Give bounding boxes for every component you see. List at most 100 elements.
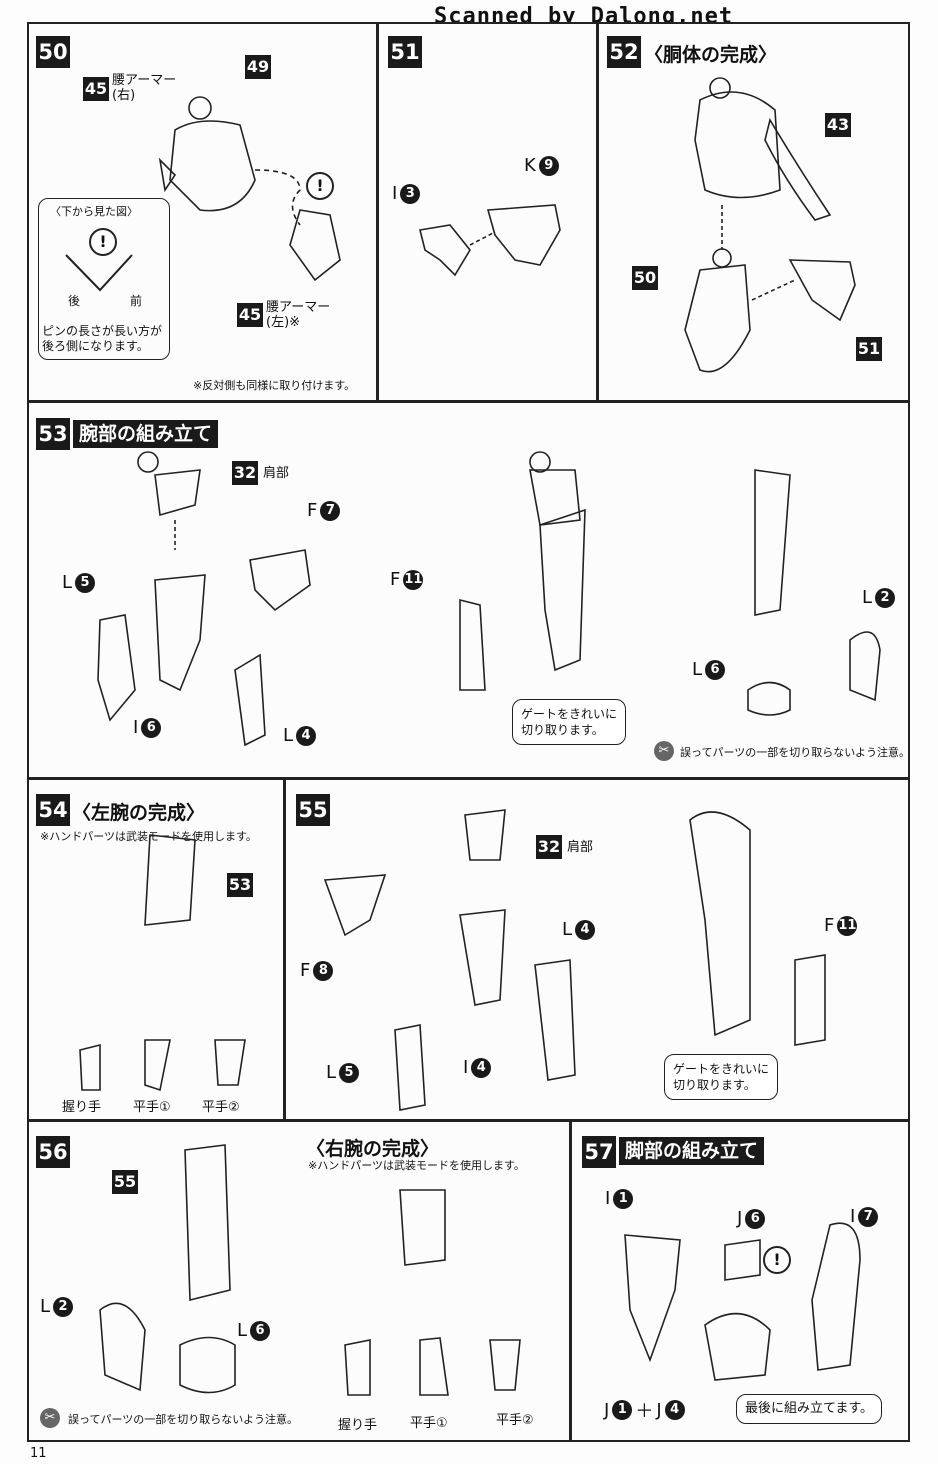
part-letter: L: [62, 572, 73, 593]
caution-icon: !: [306, 172, 334, 200]
step-55-panel: [284, 778, 910, 1121]
hand-parts-note: ※ハンドパーツは武装モードを使用します。: [308, 1159, 525, 1172]
waist-armor-left-label: 腰アーマー (左)※: [266, 300, 331, 330]
part-letter: K: [524, 155, 536, 176]
pin-length-note: ピンの長さが長い方が 後ろ側になります。: [42, 324, 163, 353]
part-number: 7: [320, 500, 341, 521]
part-letter: L: [692, 659, 703, 680]
callout-50: 50: [632, 266, 658, 290]
part-number: 9: [538, 155, 559, 176]
mirror-note: ※反対側も同様に取り付けます。: [193, 379, 356, 392]
callout-45-right: 45: [83, 77, 109, 101]
callout-32: 32: [232, 461, 258, 485]
part-letter: I: [392, 183, 398, 204]
callout-49: 49: [245, 55, 271, 79]
step-54-title: 〈左腕の完成〉: [72, 802, 206, 824]
part-letter: F: [300, 960, 311, 981]
callout-51: 51: [856, 337, 882, 361]
shoulder-label: 肩部: [567, 840, 594, 855]
part-number: 1: [612, 1400, 633, 1420]
front-label: 前: [130, 294, 143, 308]
step-number-57: 57: [582, 1136, 616, 1168]
part-letter: F: [390, 569, 401, 590]
hand-closed-label: 握り手: [338, 1418, 378, 1433]
shoulder-label: 肩部: [263, 466, 290, 481]
caution-icon: !: [89, 228, 117, 256]
callout-45-left: 45: [237, 303, 263, 327]
part-letter: L: [283, 725, 294, 746]
hand-open1-label: 平手①: [133, 1100, 171, 1115]
gate-trim-note: ゲートをきれいに 切り取ります。: [512, 699, 627, 745]
part-letter: L: [326, 1062, 337, 1083]
gate-trim-note: ゲートをきれいに 切り取ります。: [664, 1054, 779, 1100]
part-number: 8: [313, 960, 334, 981]
part-letter: L: [40, 1296, 51, 1317]
part-letter: I: [850, 1206, 856, 1227]
step-number-54: 54: [36, 794, 70, 826]
part-number: 11: [403, 569, 424, 590]
part-number: 3: [400, 183, 421, 204]
back-label: 後: [68, 294, 81, 308]
part-number: 11: [837, 915, 858, 936]
part-letter: J: [656, 1399, 662, 1421]
leg-illustration: [99, 1144, 861, 1396]
step-number-53: 53: [36, 418, 70, 450]
step-52-title: 〈胴体の完成〉: [644, 44, 778, 66]
step-number-56: 56: [36, 1136, 70, 1168]
arm-illustration: [97, 451, 881, 747]
step-number-52: 52: [607, 36, 641, 68]
bottom-view-box: [38, 198, 170, 360]
hand-closed-label: 握り手: [62, 1100, 102, 1115]
part-letter: I: [133, 717, 139, 738]
cut-caution-text: 誤ってパーツの一部を切り取らないよう注意。: [680, 746, 911, 759]
step-57-panel: [570, 1120, 910, 1442]
part-letter: J: [604, 1399, 610, 1421]
step-53-title: 腕部の組み立て: [73, 420, 219, 448]
part-number: 4: [296, 725, 317, 746]
step-53-panel: [27, 401, 910, 779]
bottom-view-title: 〈下から見た図〉: [50, 205, 138, 218]
part-number: 7: [858, 1206, 879, 1227]
part-letter: I: [463, 1057, 469, 1078]
part-number: 6: [705, 659, 726, 680]
shoulder-joint-illustration: [419, 204, 561, 277]
callout-43: 43: [825, 113, 851, 137]
callout-32: 32: [536, 835, 562, 859]
part-number: 6: [141, 717, 162, 738]
part-number: 6: [250, 1320, 271, 1341]
part-letter: I: [605, 1188, 611, 1209]
part-label-k9: K 9: [524, 155, 559, 176]
part-number: 2: [875, 587, 896, 608]
part-letter: J: [737, 1208, 743, 1229]
page-number: 11: [30, 1446, 47, 1461]
part-letter: L: [562, 919, 573, 940]
hand-open2-label: 平手②: [496, 1413, 534, 1428]
callout-55: 55: [112, 1170, 138, 1194]
waist-armor-right-label: 腰アーマー (右): [112, 73, 177, 103]
hand-open2-label: 平手②: [202, 1100, 240, 1115]
part-number: 6: [745, 1208, 766, 1229]
torso-illustration: [684, 77, 856, 373]
waist-part-illustration: [65, 96, 341, 292]
part-number: 5: [75, 572, 96, 593]
plus-sign: ＋: [635, 1401, 654, 1422]
part-letter: F: [824, 915, 835, 936]
part-letter: F: [307, 500, 318, 521]
part-number: 1: [613, 1188, 634, 1209]
part-letter: L: [862, 587, 873, 608]
